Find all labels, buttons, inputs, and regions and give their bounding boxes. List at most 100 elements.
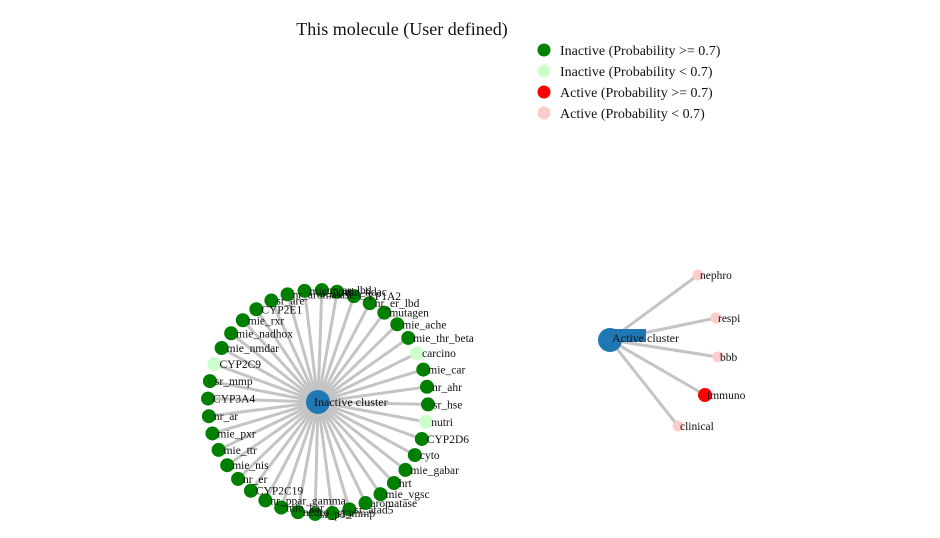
node-label: nr_er_lbd <box>375 298 420 310</box>
node-mie-gabar[interactable] <box>398 462 413 477</box>
edge <box>211 400 319 435</box>
node-mie-rxr[interactable] <box>235 313 250 328</box>
hub-label: Inactive cluster <box>314 395 388 409</box>
hub-inactive-cluster[interactable] <box>306 390 330 414</box>
edge <box>608 339 680 427</box>
node-CYP2C19[interactable] <box>243 483 258 498</box>
node-label: sr_are <box>276 296 304 308</box>
edges <box>208 273 719 515</box>
node-neuro[interactable] <box>290 505 305 520</box>
hub-label: Active cluster <box>612 331 679 345</box>
node-aromatase[interactable] <box>358 496 373 511</box>
node-nutri[interactable] <box>419 414 434 429</box>
node-respi[interactable] <box>710 312 722 324</box>
legend-item-label: Active (Probability < 0.7) <box>560 107 705 122</box>
hub-active-cluster[interactable] <box>598 328 622 352</box>
node-label: nr_ar_lbd <box>327 285 372 297</box>
node-hrt[interactable] <box>386 476 401 491</box>
node-mie-pxr[interactable] <box>205 426 220 441</box>
node-mutagen[interactable] <box>377 305 392 320</box>
edge <box>317 351 418 404</box>
node-label: carcino <box>422 348 456 360</box>
node-nr-ppar-gamma[interactable] <box>258 493 273 508</box>
legend-item-label: Inactive (Probability < 0.7) <box>560 65 713 80</box>
node-sr-hse[interactable] <box>420 397 435 412</box>
node-nr-ahr[interactable] <box>419 379 434 394</box>
node-nephro[interactable] <box>692 269 704 281</box>
node-label: nr_er <box>243 474 267 486</box>
edge <box>316 401 334 514</box>
node-mie-hdac[interactable] <box>330 284 345 299</box>
cluster-hubs <box>306 328 646 414</box>
node-label: sr_hse <box>433 399 462 411</box>
node-label: sr_mmp <box>215 376 253 388</box>
node-label: mie_ppar <box>310 286 354 298</box>
edge <box>208 400 319 418</box>
node-label: CYP2D6 <box>427 434 469 446</box>
node-nr-ar-lbd[interactable] <box>314 283 329 298</box>
nodes <box>201 269 724 521</box>
node-nr-ar[interactable] <box>201 409 216 424</box>
node-label: hrt <box>399 478 413 490</box>
node-CYP2C9[interactable] <box>207 357 222 372</box>
node-CYP2E1[interactable] <box>249 302 264 317</box>
node-mie-nis[interactable] <box>220 458 235 473</box>
node-CYP3A4[interactable] <box>201 391 216 406</box>
edge <box>316 401 382 496</box>
node-mie-vgsc[interactable] <box>373 487 388 502</box>
node-label: nr_ar <box>214 411 238 423</box>
edge <box>279 401 320 509</box>
node-label: CYP2C9 <box>219 359 261 371</box>
node-label: sr_atad5 <box>354 504 393 516</box>
edge <box>316 290 324 403</box>
edge <box>208 397 319 404</box>
edge <box>241 319 320 404</box>
node-label: CYP2E1 <box>261 304 302 316</box>
node-label: mie_thr_beta <box>413 333 474 345</box>
node-nr-aromatase[interactable] <box>280 287 295 302</box>
node-sr-are[interactable] <box>264 293 279 308</box>
legend: Inactive (Probability >= 0.7)Inactive (P… <box>537 43 721 122</box>
node-cyto[interactable] <box>407 448 422 463</box>
legend-swatch <box>537 85 551 99</box>
node-mie-ache[interactable] <box>390 317 405 332</box>
node-CYP2D6[interactable] <box>414 431 429 446</box>
node-mie-ttr[interactable] <box>211 442 226 457</box>
node-label: mie_gabar <box>410 465 459 477</box>
node-label: aromatase <box>371 498 418 510</box>
node-label: nutri <box>431 417 453 429</box>
node-sr-p53[interactable] <box>308 506 323 521</box>
node-mie-nadhox[interactable] <box>224 326 239 341</box>
node-clinical[interactable] <box>672 420 684 432</box>
node-label: mie_car <box>428 365 465 377</box>
node-label: mutagen <box>389 308 429 320</box>
node-label: mie_hdac <box>342 287 387 299</box>
node-mie-thr-beta[interactable] <box>401 330 416 345</box>
node-label: nr_ppar_gamma <box>270 495 345 507</box>
node-label: CYP2C19 <box>256 486 304 498</box>
edge <box>317 400 429 406</box>
edge <box>316 291 339 403</box>
node-CYP1A2[interactable] <box>346 289 361 304</box>
edge <box>249 401 320 492</box>
edge <box>317 400 407 472</box>
node-sr-mmp[interactable] <box>202 374 217 389</box>
node-mie-kar[interactable] <box>274 500 289 515</box>
edge <box>317 336 410 404</box>
node-nr-er[interactable] <box>231 471 246 486</box>
node-sr-atad5[interactable] <box>342 502 357 517</box>
node-bbb[interactable] <box>712 351 724 363</box>
node-sr-mmp[interactable] <box>325 506 340 521</box>
edge <box>230 332 319 404</box>
node-mie-ppar[interactable] <box>297 283 312 298</box>
node-mie-car[interactable] <box>416 362 431 377</box>
legend-swatch <box>537 106 551 120</box>
node-nr-er-lbd[interactable] <box>362 296 377 311</box>
node-immuno[interactable] <box>698 388 712 402</box>
node-label: mie_ache <box>402 319 446 331</box>
node-label: nr_aromatase <box>293 289 355 301</box>
node-carcino[interactable] <box>409 346 424 361</box>
node-mie-nmdar[interactable] <box>214 341 229 356</box>
edge <box>303 290 320 403</box>
legend-swatch <box>537 43 551 57</box>
